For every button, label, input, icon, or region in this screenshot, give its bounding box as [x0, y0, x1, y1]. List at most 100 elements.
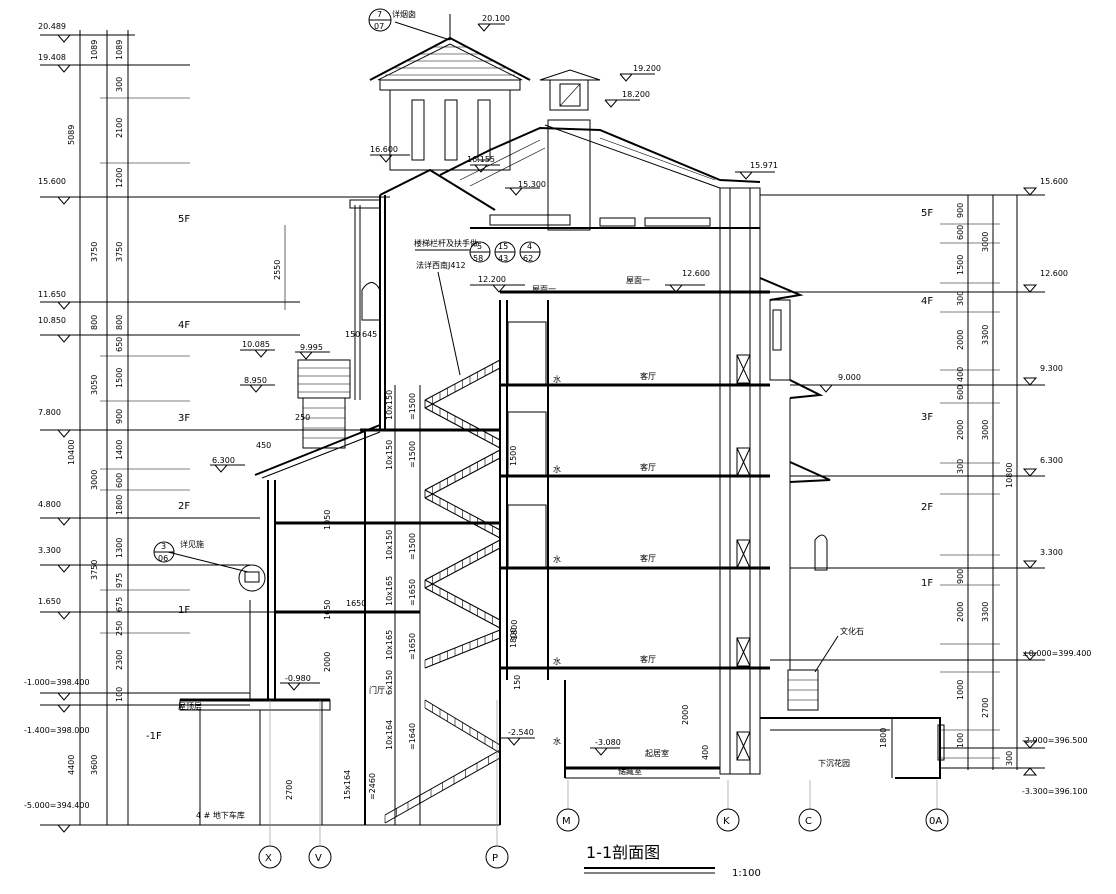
- dim-right-16: 1000: [956, 680, 965, 700]
- room-living-1f: 客厅: [640, 654, 656, 664]
- callout-15-43: 15 43: [494, 241, 516, 263]
- dim-left-inner-10: 600: [115, 473, 124, 488]
- elev-left-9: -1.000=398.400: [24, 678, 90, 687]
- dim-right-3: 300: [956, 291, 965, 306]
- svg-text:1050: 1050: [323, 510, 332, 530]
- dim-right-2: 1500: [956, 255, 965, 275]
- elev-right-5: ±0.000=399.400: [1022, 649, 1091, 658]
- callout-bubbles: 7 07 5 58 15 43 4 62 3 06: [153, 8, 541, 563]
- elev-right-3: 6.300: [1040, 456, 1063, 465]
- room-roof-1: 屋面一: [626, 276, 650, 285]
- floor-label-left-4f: 4F: [178, 320, 190, 331]
- dim-left-outer-4: 3050: [90, 375, 99, 395]
- svg-text:15x164: 15x164: [343, 770, 352, 800]
- floor-label-right-3f: 3F: [921, 412, 933, 423]
- elev-left-3: 11.650: [38, 290, 66, 299]
- svg-text:1800: 1800: [509, 628, 518, 648]
- elev-int-1: 19.200: [633, 64, 661, 73]
- elev-left-7: 3.300: [38, 546, 61, 555]
- room-living-4f: 客厅: [640, 371, 656, 381]
- room-water-4f: 水: [553, 374, 561, 384]
- svg-text:2000: 2000: [323, 652, 332, 672]
- svg-text:58: 58: [473, 254, 483, 263]
- dim-left-outer-5: 10400: [67, 440, 76, 465]
- elev-left-8: 1.650: [38, 597, 61, 606]
- dim-right-14: 2000: [956, 602, 965, 622]
- axis-bubble-c: C: [798, 808, 822, 832]
- dim-right-1: 600: [956, 225, 965, 240]
- elev-right-2: 9.300: [1040, 364, 1063, 373]
- elev-int-13: 6.300: [212, 456, 235, 465]
- callout-3-06: 3 06: [153, 541, 175, 563]
- svg-text:645: 645: [362, 330, 377, 339]
- svg-text:4: 4: [527, 242, 532, 251]
- svg-text:450: 450: [256, 441, 271, 450]
- dim-right-15: 3300: [981, 602, 990, 622]
- elev-left-2: 15.600: [38, 177, 66, 186]
- axis-bubble-0a: 0A: [925, 808, 949, 832]
- dim-left-inner-4: 3750: [115, 242, 124, 262]
- svg-text:1800: 1800: [879, 728, 888, 748]
- axis-bubble-k: K: [716, 808, 740, 832]
- elev-int-16: -3.080: [595, 738, 621, 747]
- dim-left-outer-7: 3750: [90, 560, 99, 580]
- dim-left-outer-6: 3000: [90, 470, 99, 490]
- dim-left-outer-0: 1089: [90, 40, 99, 60]
- dim-left-inner-1: 300: [115, 77, 124, 92]
- svg-text:150: 150: [513, 675, 522, 690]
- callout-7-07: 7 07: [368, 8, 392, 32]
- room-roof-2: 屋面一: [532, 285, 556, 294]
- svg-text:V: V: [315, 853, 322, 864]
- svg-text:=2460: =2460: [368, 773, 377, 800]
- dim-right-5: 2000: [956, 330, 965, 350]
- stair-dims: 10x150 =1500 10x150 =1500 10x150 =1500 1…: [343, 390, 417, 800]
- svg-text:10x150: 10x150: [385, 390, 394, 420]
- dim-right-18: 100: [956, 733, 965, 748]
- axis-bubble-x: X: [258, 845, 282, 869]
- floor-label-left-1f: 1F: [178, 605, 190, 616]
- axis-grid: X V P M K C 0A: [258, 700, 949, 869]
- elev-right-0: 15.600: [1040, 177, 1068, 186]
- elev-left-5: 7.800: [38, 408, 61, 417]
- axis-bubble-v: V: [308, 845, 332, 869]
- dim-left-inner-0: 1089: [115, 40, 124, 60]
- elev-int-9: 10.085: [242, 340, 270, 349]
- svg-text:1650: 1650: [323, 600, 332, 620]
- elev-right-1: 12.600: [1040, 269, 1068, 278]
- svg-text:10x150: 10x150: [385, 530, 394, 560]
- room-door-hall: 门厅: [369, 685, 385, 695]
- elev-int-3: 16.600: [370, 145, 398, 154]
- elev-int-7: 12.200: [478, 275, 506, 284]
- svg-text:M: M: [562, 816, 571, 827]
- dim-left-inner-18: 3600: [90, 755, 99, 775]
- tower-roof: [369, 14, 531, 171]
- dim-left-inner-11: 1800: [115, 495, 124, 515]
- svg-text:62: 62: [523, 254, 533, 263]
- svg-text:10x150: 10x150: [385, 440, 394, 470]
- dim-left-inner-16: 2300: [115, 650, 124, 670]
- elev-left-6: 4.800: [38, 500, 61, 509]
- svg-text:2700: 2700: [285, 780, 294, 800]
- notes: 楼梯栏杆及扶手做 法详西南J412 详烟囱 详见施: [167, 9, 478, 573]
- floor-label-left-5f: 5F: [178, 214, 190, 225]
- dim-left-inner-5: 800: [115, 315, 124, 330]
- svg-text:250: 250: [295, 413, 310, 422]
- svg-text:2550: 2550: [273, 260, 282, 280]
- floor-label-right-4f: 4F: [921, 296, 933, 307]
- dim-right-11: 10800: [1005, 463, 1014, 488]
- elev-int-15: -2.540: [508, 728, 534, 737]
- elev-left-4: 10.850: [38, 316, 66, 325]
- room-garage: 4 # 地下车库: [196, 810, 245, 820]
- elev-int-2: 18.200: [622, 90, 650, 99]
- floor-label-right-2f: 2F: [921, 502, 933, 513]
- room-roof-deck: 屋顶层: [178, 702, 202, 711]
- svg-text:K: K: [723, 816, 730, 827]
- elev-right-6: -2.900=396.500: [1022, 736, 1088, 745]
- svg-text:P: P: [492, 853, 498, 864]
- drawing-scale: 1:100: [732, 868, 761, 879]
- stairs: [384, 359, 501, 825]
- svg-text:43: 43: [498, 254, 508, 263]
- room-living-3f: 客厅: [640, 462, 656, 472]
